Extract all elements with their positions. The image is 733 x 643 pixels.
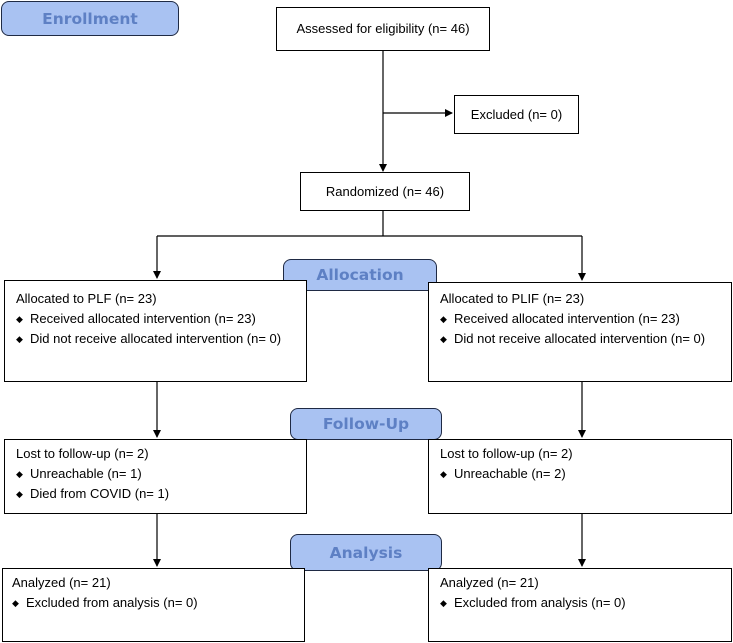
left-allocation-item: ◆Did not receive allocated intervention …: [16, 329, 306, 349]
stage-analysis: Analysis: [290, 534, 442, 571]
right-allocation-item: ◆Did not receive allocated intervention …: [440, 329, 731, 349]
stage-enrollment: Enrollment: [1, 1, 179, 36]
right-analysis-item: ◆Excluded from analysis (n= 0): [440, 593, 731, 613]
right-followup-title: Lost to follow-up (n= 2): [440, 446, 573, 461]
right-allocation-box: Allocated to PLIF (n= 23) ◆Received allo…: [428, 282, 732, 382]
left-allocation-item: ◆Received allocated intervention (n= 23): [16, 309, 306, 329]
bullet-icon: ◆: [16, 314, 23, 324]
left-analysis-item: ◆Excluded from analysis (n= 0): [12, 593, 304, 613]
bullet-icon: ◆: [440, 598, 447, 608]
bullet-icon: ◆: [12, 598, 19, 608]
bullet-icon: ◆: [16, 489, 23, 499]
right-analysis-title: Analyzed (n= 21): [440, 575, 539, 590]
randomized-box: Randomized (n= 46): [300, 172, 470, 211]
left-followup-title: Lost to follow-up (n= 2): [16, 446, 149, 461]
randomized-text: Randomized (n= 46): [325, 183, 445, 199]
bullet-icon: ◆: [16, 334, 23, 344]
right-followup-box: Lost to follow-up (n= 2) ◆Unreachable (n…: [428, 439, 732, 514]
assessed-text: Assessed for eligibility (n= 46): [296, 21, 470, 36]
right-followup-item: ◆Unreachable (n= 2): [440, 464, 731, 484]
excluded-box: Excluded (n= 0): [454, 95, 579, 134]
stage-follow-up: Follow-Up: [290, 408, 442, 440]
left-followup-item: ◆Died from COVID (n= 1): [16, 484, 306, 504]
right-allocation-title: Allocated to PLIF (n= 23): [440, 291, 585, 306]
excluded-text: Excluded (n= 0): [470, 106, 563, 122]
bullet-icon: ◆: [440, 469, 447, 479]
left-analysis-box: Analyzed (n= 21) ◆Excluded from analysis…: [2, 568, 305, 642]
stage-allocation: Allocation: [283, 259, 437, 291]
left-allocation-box: Allocated to PLF (n= 23) ◆Received alloc…: [4, 280, 307, 382]
right-analysis-box: Analyzed (n= 21) ◆Excluded from analysis…: [428, 568, 732, 642]
bullet-icon: ◆: [440, 314, 447, 324]
bullet-icon: ◆: [16, 469, 23, 479]
left-allocation-title: Allocated to PLF (n= 23): [16, 291, 157, 306]
left-analysis-title: Analyzed (n= 21): [12, 575, 111, 590]
right-allocation-item: ◆Received allocated intervention (n= 23): [440, 309, 731, 329]
left-followup-item: ◆Unreachable (n= 1): [16, 464, 306, 484]
assessed-box: Assessed for eligibility (n= 46): [276, 7, 490, 51]
left-followup-box: Lost to follow-up (n= 2) ◆Unreachable (n…: [4, 439, 307, 514]
bullet-icon: ◆: [440, 334, 447, 344]
